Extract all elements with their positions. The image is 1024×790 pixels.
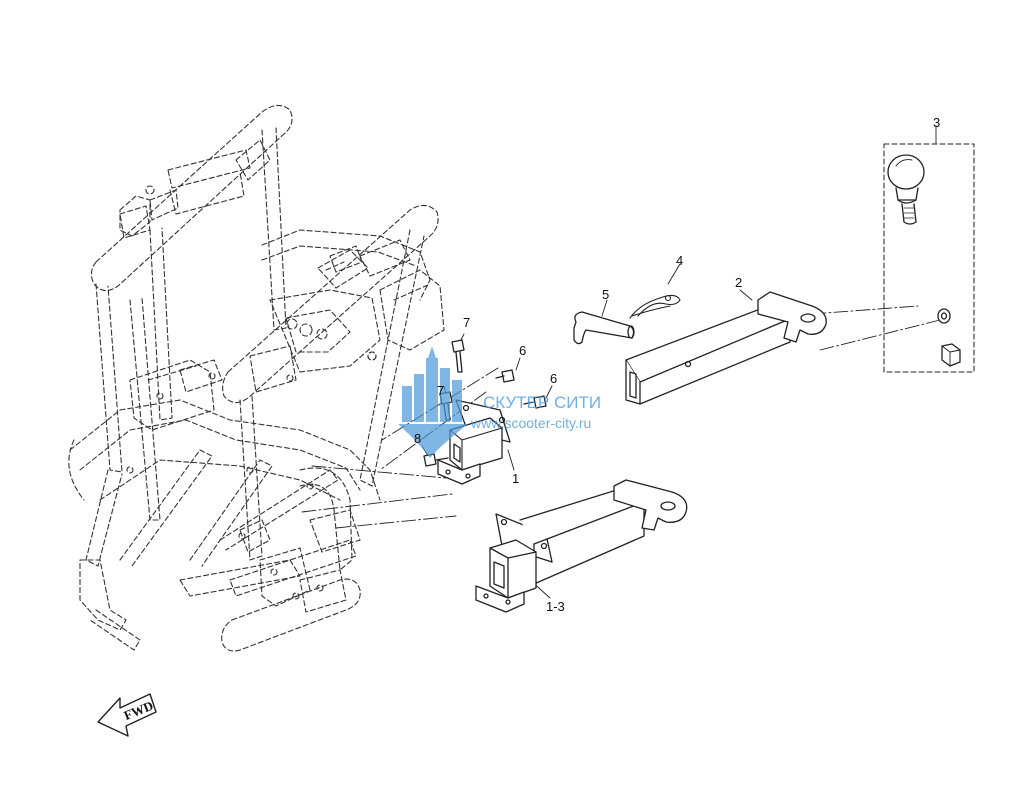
fwd-arrow-icon [97, 693, 157, 737]
watermark-logo [398, 346, 468, 458]
hitch-pin [573, 311, 635, 345]
watermark-url: www.scooter-city.ru [471, 415, 592, 431]
hitch-bar [625, 291, 827, 405]
callout-8: 8 [414, 431, 422, 446]
ball-mount-kit [883, 143, 975, 373]
watermark-brand: СКУТЕР СИТИ [483, 393, 602, 412]
receiver-bracket-alt [475, 479, 688, 613]
callout-1-3: 1-3 [546, 599, 565, 614]
callout-6-lower: 6 [550, 371, 558, 386]
callout-1: 1 [512, 471, 520, 486]
callout-4: 4 [676, 253, 684, 268]
callout-5: 5 [602, 287, 610, 302]
hitch-clip [629, 294, 681, 319]
callout-2: 2 [735, 275, 743, 290]
callout-3: 3 [933, 115, 941, 130]
vehicle-frame [68, 104, 445, 652]
callout-7-upper: 7 [463, 315, 471, 330]
receiver-bracket [437, 399, 511, 485]
callout-6-upper: 6 [519, 343, 527, 358]
callout-7-lower: 7 [437, 383, 445, 398]
